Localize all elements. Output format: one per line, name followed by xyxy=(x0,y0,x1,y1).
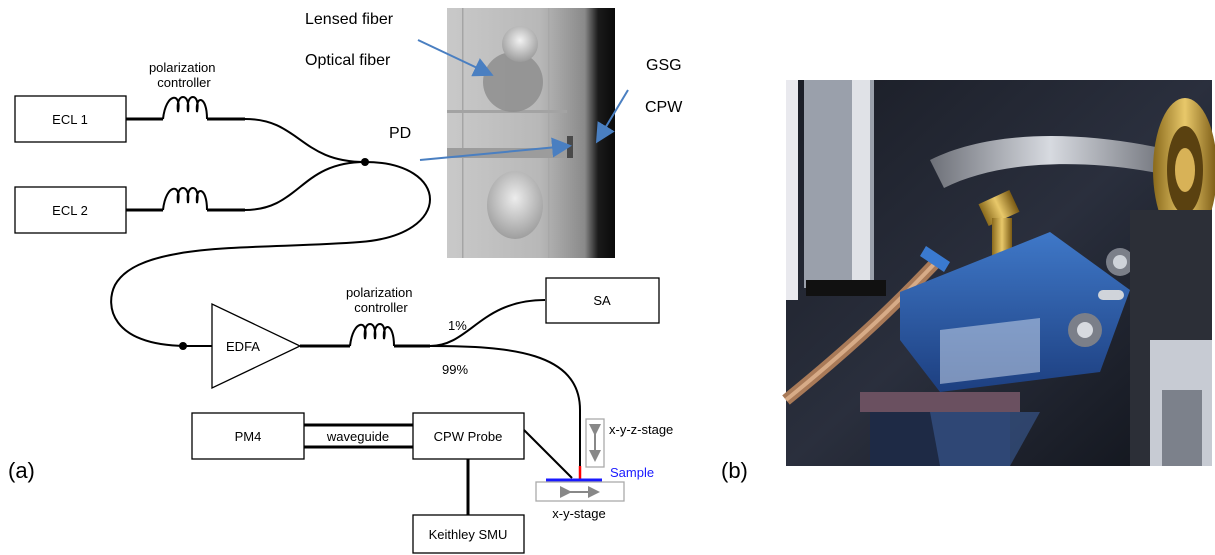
keithley-label: Keithley SMU xyxy=(429,527,508,542)
ecl1-box: ECL 1 xyxy=(14,95,127,143)
pol-ctrl-bottom-label-line2: controller xyxy=(354,300,408,315)
fiber-after-edfa xyxy=(300,299,581,478)
edfa-amplifier: EDFA xyxy=(211,302,302,390)
arrow-gsg-cpw xyxy=(595,89,629,144)
split-1-label: 1% xyxy=(448,318,467,333)
xyz-stage: x-y-z-stage xyxy=(585,418,673,468)
cpw-probe-box: CPW Probe xyxy=(412,412,525,460)
keithley-box: Keithley SMU xyxy=(412,514,525,554)
sample-label: Sample xyxy=(610,465,654,480)
xy-stage-label: x-y-stage xyxy=(552,506,605,521)
pol-ctrl-top-label-line2: controller xyxy=(157,75,211,90)
ecl2-label: ECL 2 xyxy=(52,203,88,218)
sa-box: SA xyxy=(545,277,660,324)
panel-b-label: (b) xyxy=(721,458,748,483)
split-99-label: 99% xyxy=(442,362,468,377)
cpw-probe-label: CPW Probe xyxy=(434,429,503,444)
label-lensed-fiber: Lensed fiber xyxy=(305,11,394,28)
waveguide-label: waveguide xyxy=(326,429,389,444)
label-pd: PD xyxy=(389,125,411,142)
panel-a-label: (a) xyxy=(8,458,35,483)
label-optical-fiber: Optical fiber xyxy=(305,52,391,69)
pm4-label: PM4 xyxy=(235,429,262,444)
fiber-to-edfa xyxy=(110,161,431,347)
sa-label: SA xyxy=(593,293,611,308)
probe-arm xyxy=(523,429,573,479)
ecl2-box: ECL 2 xyxy=(14,186,127,234)
xyz-stage-label: x-y-z-stage xyxy=(609,422,673,437)
ecl1-label: ECL 1 xyxy=(52,112,88,127)
pm4-box: PM4 xyxy=(191,412,305,460)
photo-probe-setup xyxy=(782,80,1215,466)
label-gsg: GSG xyxy=(646,57,682,74)
edfa-label: EDFA xyxy=(226,339,260,354)
fiber-ecl1 xyxy=(126,96,366,163)
arrow-lensed-fiber xyxy=(417,39,494,77)
pol-ctrl-top-label: polarization controller xyxy=(149,60,219,90)
arrow-pd xyxy=(419,137,572,161)
micrograph-inset xyxy=(447,8,615,258)
xy-stage: x-y-stage xyxy=(535,481,625,521)
waveguide-link: waveguide xyxy=(304,423,413,449)
label-cpw: CPW xyxy=(645,99,683,116)
fiber-ecl2 xyxy=(126,161,366,212)
pol-ctrl-bottom-label: polarization controller xyxy=(346,285,416,315)
